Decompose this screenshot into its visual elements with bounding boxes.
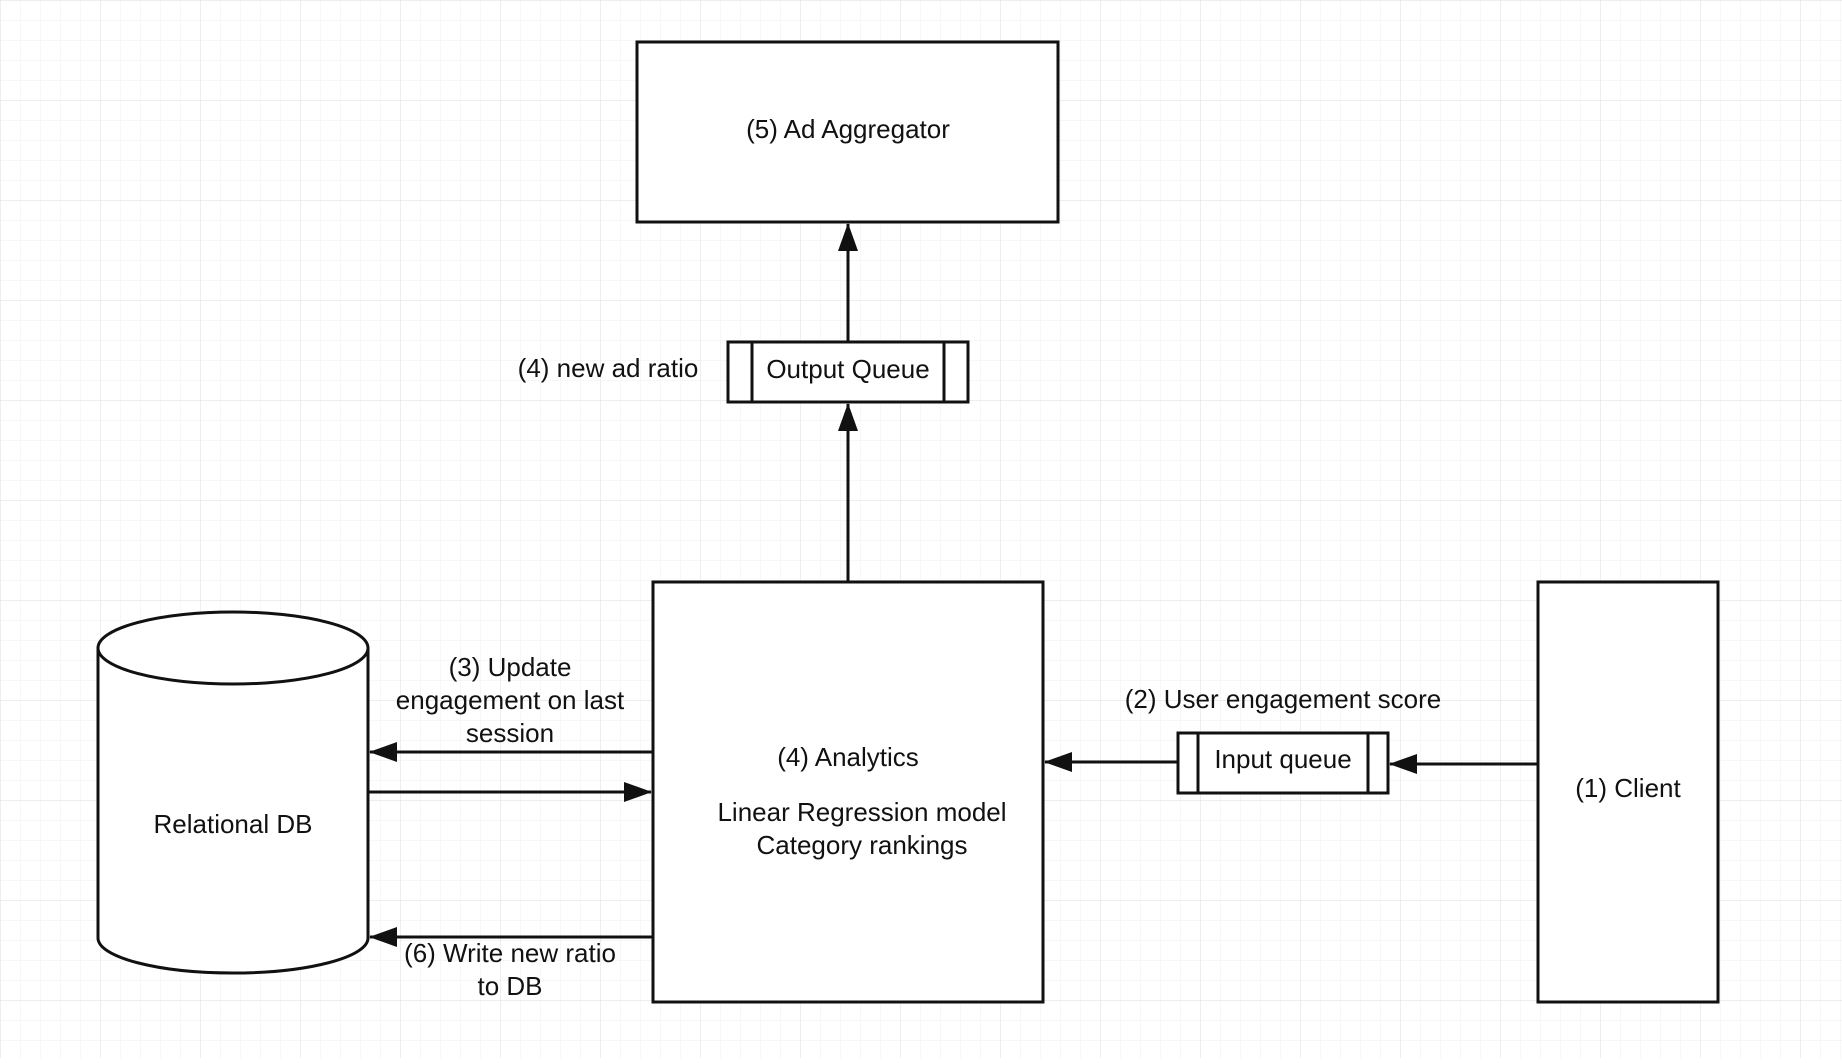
write-ratio-line-2: to DB bbox=[477, 971, 542, 1001]
input-queue-node[interactable]: Input queue bbox=[1176, 731, 1390, 795]
update-engagement-line-3: session bbox=[466, 718, 554, 748]
client-node[interactable]: (1) Client bbox=[1536, 580, 1720, 1004]
output-queue-label: Output Queue bbox=[766, 354, 929, 384]
output-queue-node[interactable]: Output Queue bbox=[726, 340, 970, 404]
input-queue-label: Input queue bbox=[1214, 744, 1351, 774]
new-ad-ratio-label: (4) new ad ratio bbox=[518, 353, 699, 383]
user-engagement-label: (2) User engagement score bbox=[1125, 684, 1441, 714]
relational-db-label: Relational DB bbox=[154, 809, 313, 839]
analytics-title: (4) Analytics bbox=[777, 742, 919, 772]
client-label: (1) Client bbox=[1575, 773, 1681, 803]
analytics-line-2: Category rankings bbox=[757, 830, 968, 860]
write-ratio-line-1: (6) Write new ratio bbox=[404, 938, 616, 968]
update-engagement-line-1: (3) Update bbox=[449, 652, 572, 682]
analytics-line-1: Linear Regression model bbox=[717, 797, 1006, 827]
ad-aggregator-node[interactable]: (5) Ad Aggregator bbox=[635, 40, 1060, 224]
relational-db-node[interactable]: Relational DB bbox=[96, 610, 370, 975]
update-engagement-line-2: engagement on last bbox=[396, 685, 625, 715]
ad-aggregator-label: (5) Ad Aggregator bbox=[746, 114, 950, 144]
analytics-node[interactable]: (4) Analytics Linear Regression model Ca… bbox=[651, 580, 1045, 1004]
